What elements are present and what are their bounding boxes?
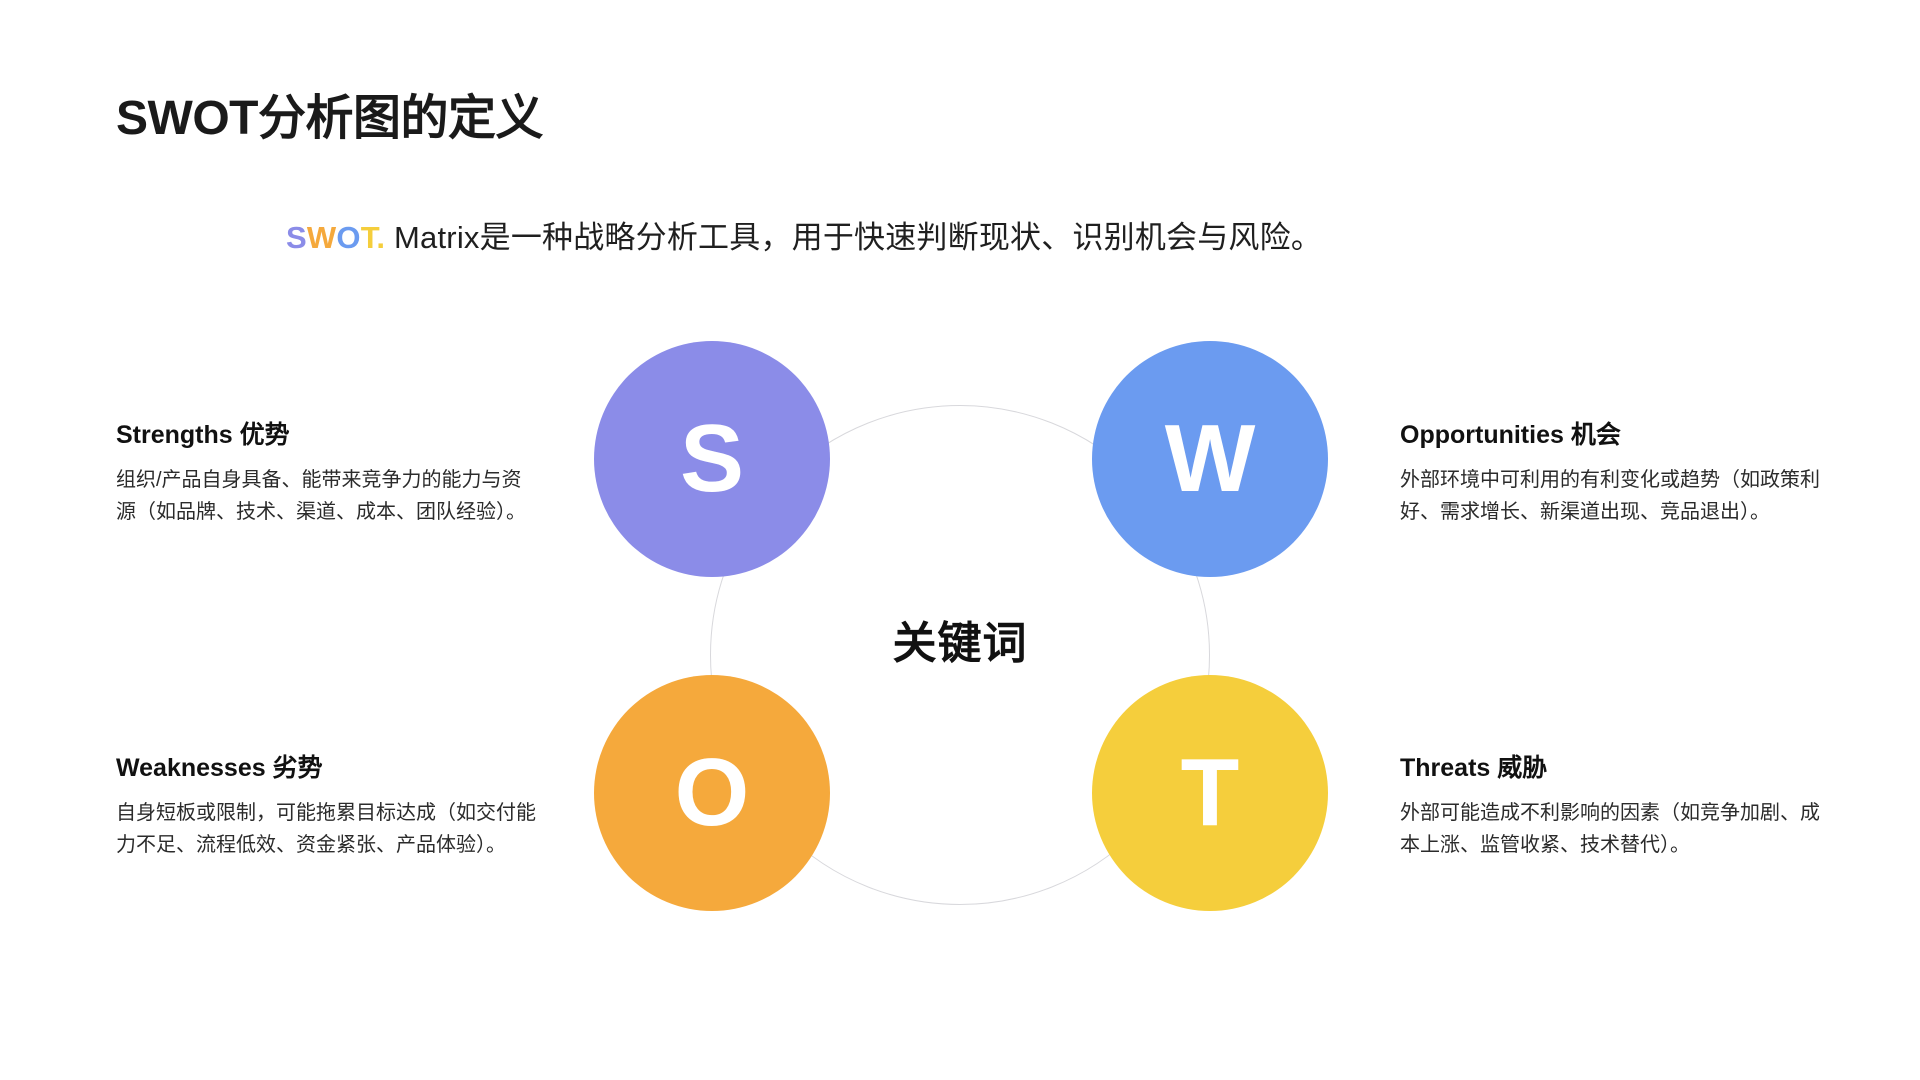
bubble-threats[interactable]: T: [1092, 675, 1328, 911]
block-weaknesses-heading: Weaknesses 劣势: [116, 754, 323, 782]
center-label: 关键词: [892, 619, 1028, 668]
block-strengths: Strengths 优势 组织/产品自身具备、能带来竞争力的能力与资源（如品牌、…: [116, 415, 541, 528]
block-threats-body: 外部可能造成不利影响的因素（如竞争加剧、成本上涨、监管收紧、技术替代）。: [1400, 802, 1820, 856]
block-weaknesses: Weaknesses 劣势 自身短板或限制，可能拖累目标达成（如交付能力不足、流…: [116, 748, 541, 861]
subtitle-text: Matrix是一种战略分析工具，用于快速判断现状、识别机会与风险。: [385, 220, 1323, 255]
block-opportunities-body: 外部环境中可利用的有利变化或趋势（如政策利好、需求增长、新渠道出现、竞品退出）。: [1400, 469, 1820, 523]
brand-letter-s: S: [286, 220, 307, 255]
page-title: SWOT分析图的定义: [116, 92, 543, 145]
bubble-letter-s: S: [679, 405, 745, 512]
block-weaknesses-body: 自身短板或限制，可能拖累目标达成（如交付能力不足、流程低效、资金紧张、产品体验）…: [116, 802, 536, 856]
brand-letter-t: T: [360, 220, 377, 255]
block-opportunities: Opportunities 机会 外部环境中可利用的有利变化或趋势（如政策利好、…: [1400, 415, 1825, 528]
block-strengths-body: 组织/产品自身具备、能带来竞争力的能力与资源（如品牌、技术、渠道、成本、团队经验…: [116, 469, 526, 523]
brand-letter-o: O: [336, 220, 361, 255]
bubble-letter-w: W: [1164, 405, 1256, 512]
block-threats: Threats 威胁 外部可能造成不利影响的因素（如竞争加剧、成本上涨、监管收紧…: [1400, 748, 1825, 861]
block-strengths-heading: Strengths 优势: [116, 421, 290, 449]
connector-ring: [710, 405, 1210, 905]
swot-diagram: S W O T 关键词: [580, 341, 1340, 955]
subtitle: SWOT. Matrix是一种战略分析工具，用于快速判断现状、识别机会与风险。: [286, 212, 1322, 257]
brand-period: .: [376, 220, 386, 255]
brand-letter-w: W: [306, 220, 337, 255]
bubble-strengths[interactable]: S: [594, 341, 830, 577]
block-opportunities-heading: Opportunities 机会: [1400, 421, 1621, 449]
bubble-weaknesses[interactable]: O: [594, 675, 830, 911]
bubble-letter-t: T: [1180, 739, 1240, 846]
block-threats-heading: Threats 威胁: [1400, 754, 1548, 782]
bubble-letter-o: O: [674, 739, 750, 846]
bubble-opportunities[interactable]: W: [1092, 341, 1328, 577]
